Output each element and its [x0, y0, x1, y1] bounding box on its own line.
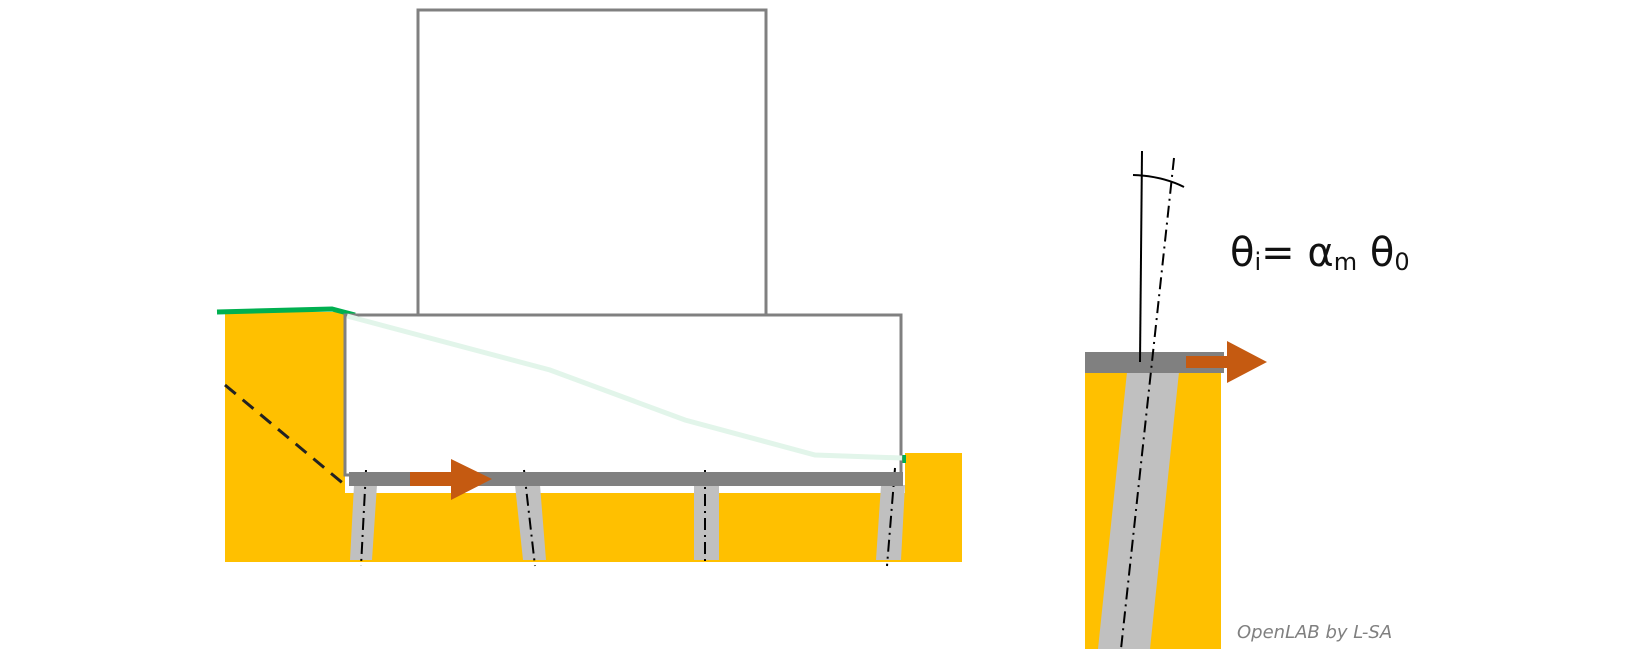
building-upper-block	[416, 8, 768, 317]
rotated-axis-line	[1120, 157, 1175, 649]
pile-3	[694, 485, 719, 560]
formula-sub-i: i	[1254, 248, 1262, 276]
formula-sub-0: 0	[1394, 248, 1410, 276]
rotation-formula: θi= αm θ0	[1230, 230, 1410, 276]
formula-theta-i: θ	[1230, 230, 1255, 276]
detail-arrow	[1186, 341, 1267, 383]
formula-equals: =	[1261, 230, 1308, 276]
displacement-arrow	[410, 459, 492, 500]
soil-right	[905, 453, 962, 562]
detail-pile	[1098, 372, 1179, 649]
rotation-arc	[1132, 174, 1185, 188]
deformed-surface-line	[346, 313, 903, 461]
pile-2-axis	[523, 469, 536, 567]
soil-bottom	[330, 493, 962, 562]
formula-theta-0: θ	[1357, 230, 1395, 276]
credit-text: OpenLAB by L-SA	[1237, 622, 1393, 643]
formula-sub-m: m	[1333, 248, 1358, 276]
foundation-slab	[349, 472, 903, 486]
pile-1-axis	[360, 469, 367, 567]
ground-surface-line	[216, 306, 356, 318]
soil-left	[225, 312, 345, 562]
failure-plane-dashed	[224, 383, 346, 487]
ground-surface-right	[900, 455, 906, 463]
pile-4-axis	[886, 467, 896, 567]
formula-alpha: α	[1307, 230, 1334, 276]
vertical-reference-line	[1139, 150, 1143, 363]
